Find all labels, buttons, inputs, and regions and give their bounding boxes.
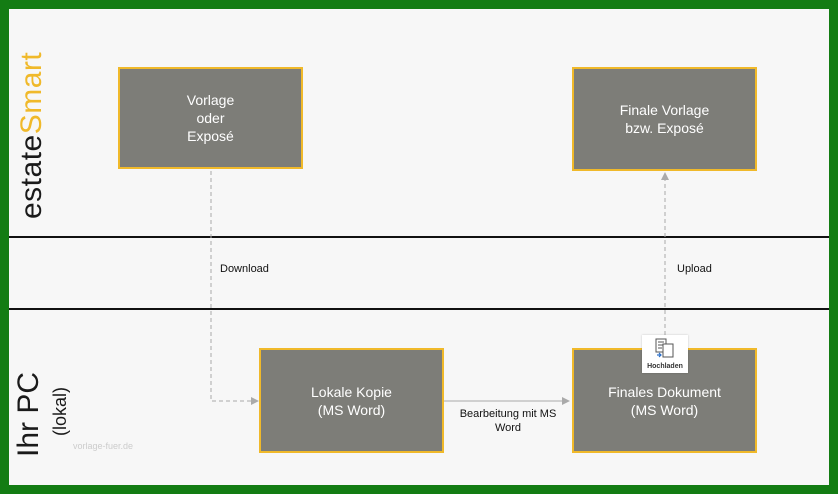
final-document-line-2: (MS Word) [630,401,699,418]
final-template-box: Finale Vorlage bzw. Exposé [572,67,757,171]
template-line-3: Exposé [187,128,234,144]
template-box: Vorlage oder Exposé [118,67,303,169]
final-template-line-1: Finale Vorlage [619,102,710,118]
upload-file-icon [655,338,674,358]
local-copy-box: Lokale Kopie (MS Word) [259,348,444,453]
flow-arrows [210,171,669,405]
template-line-1: Vorlage [186,92,235,108]
local-copy-line-1: Lokale Kopie [311,383,392,400]
diagram-canvas: estateSmart Ihr PC (lokal) Vorlage oder … [9,9,829,485]
lane-divider-top [9,236,829,238]
download-arrow [210,171,259,405]
watermark: vorlage-fuer.de [73,441,134,451]
edit-label-line-1: Bearbeitung mit MS [459,408,557,420]
template-line-2: oder [196,110,225,126]
lane-divider-bottom [9,308,829,310]
final-document-line-1: Finales Dokument [608,383,721,400]
upload-badge: Hochladen [642,335,688,373]
edit-label-line-2: Word [494,422,522,434]
final-template-line-2: bzw. Exposé [625,120,704,136]
upload-badge-caption: Hochladen [647,363,683,370]
upload-label: Upload [677,263,712,275]
local-copy-line-2: (MS Word) [317,401,386,418]
edit-label: Bearbeitung mit MS Word [447,407,569,435]
download-label: Download [220,263,269,275]
